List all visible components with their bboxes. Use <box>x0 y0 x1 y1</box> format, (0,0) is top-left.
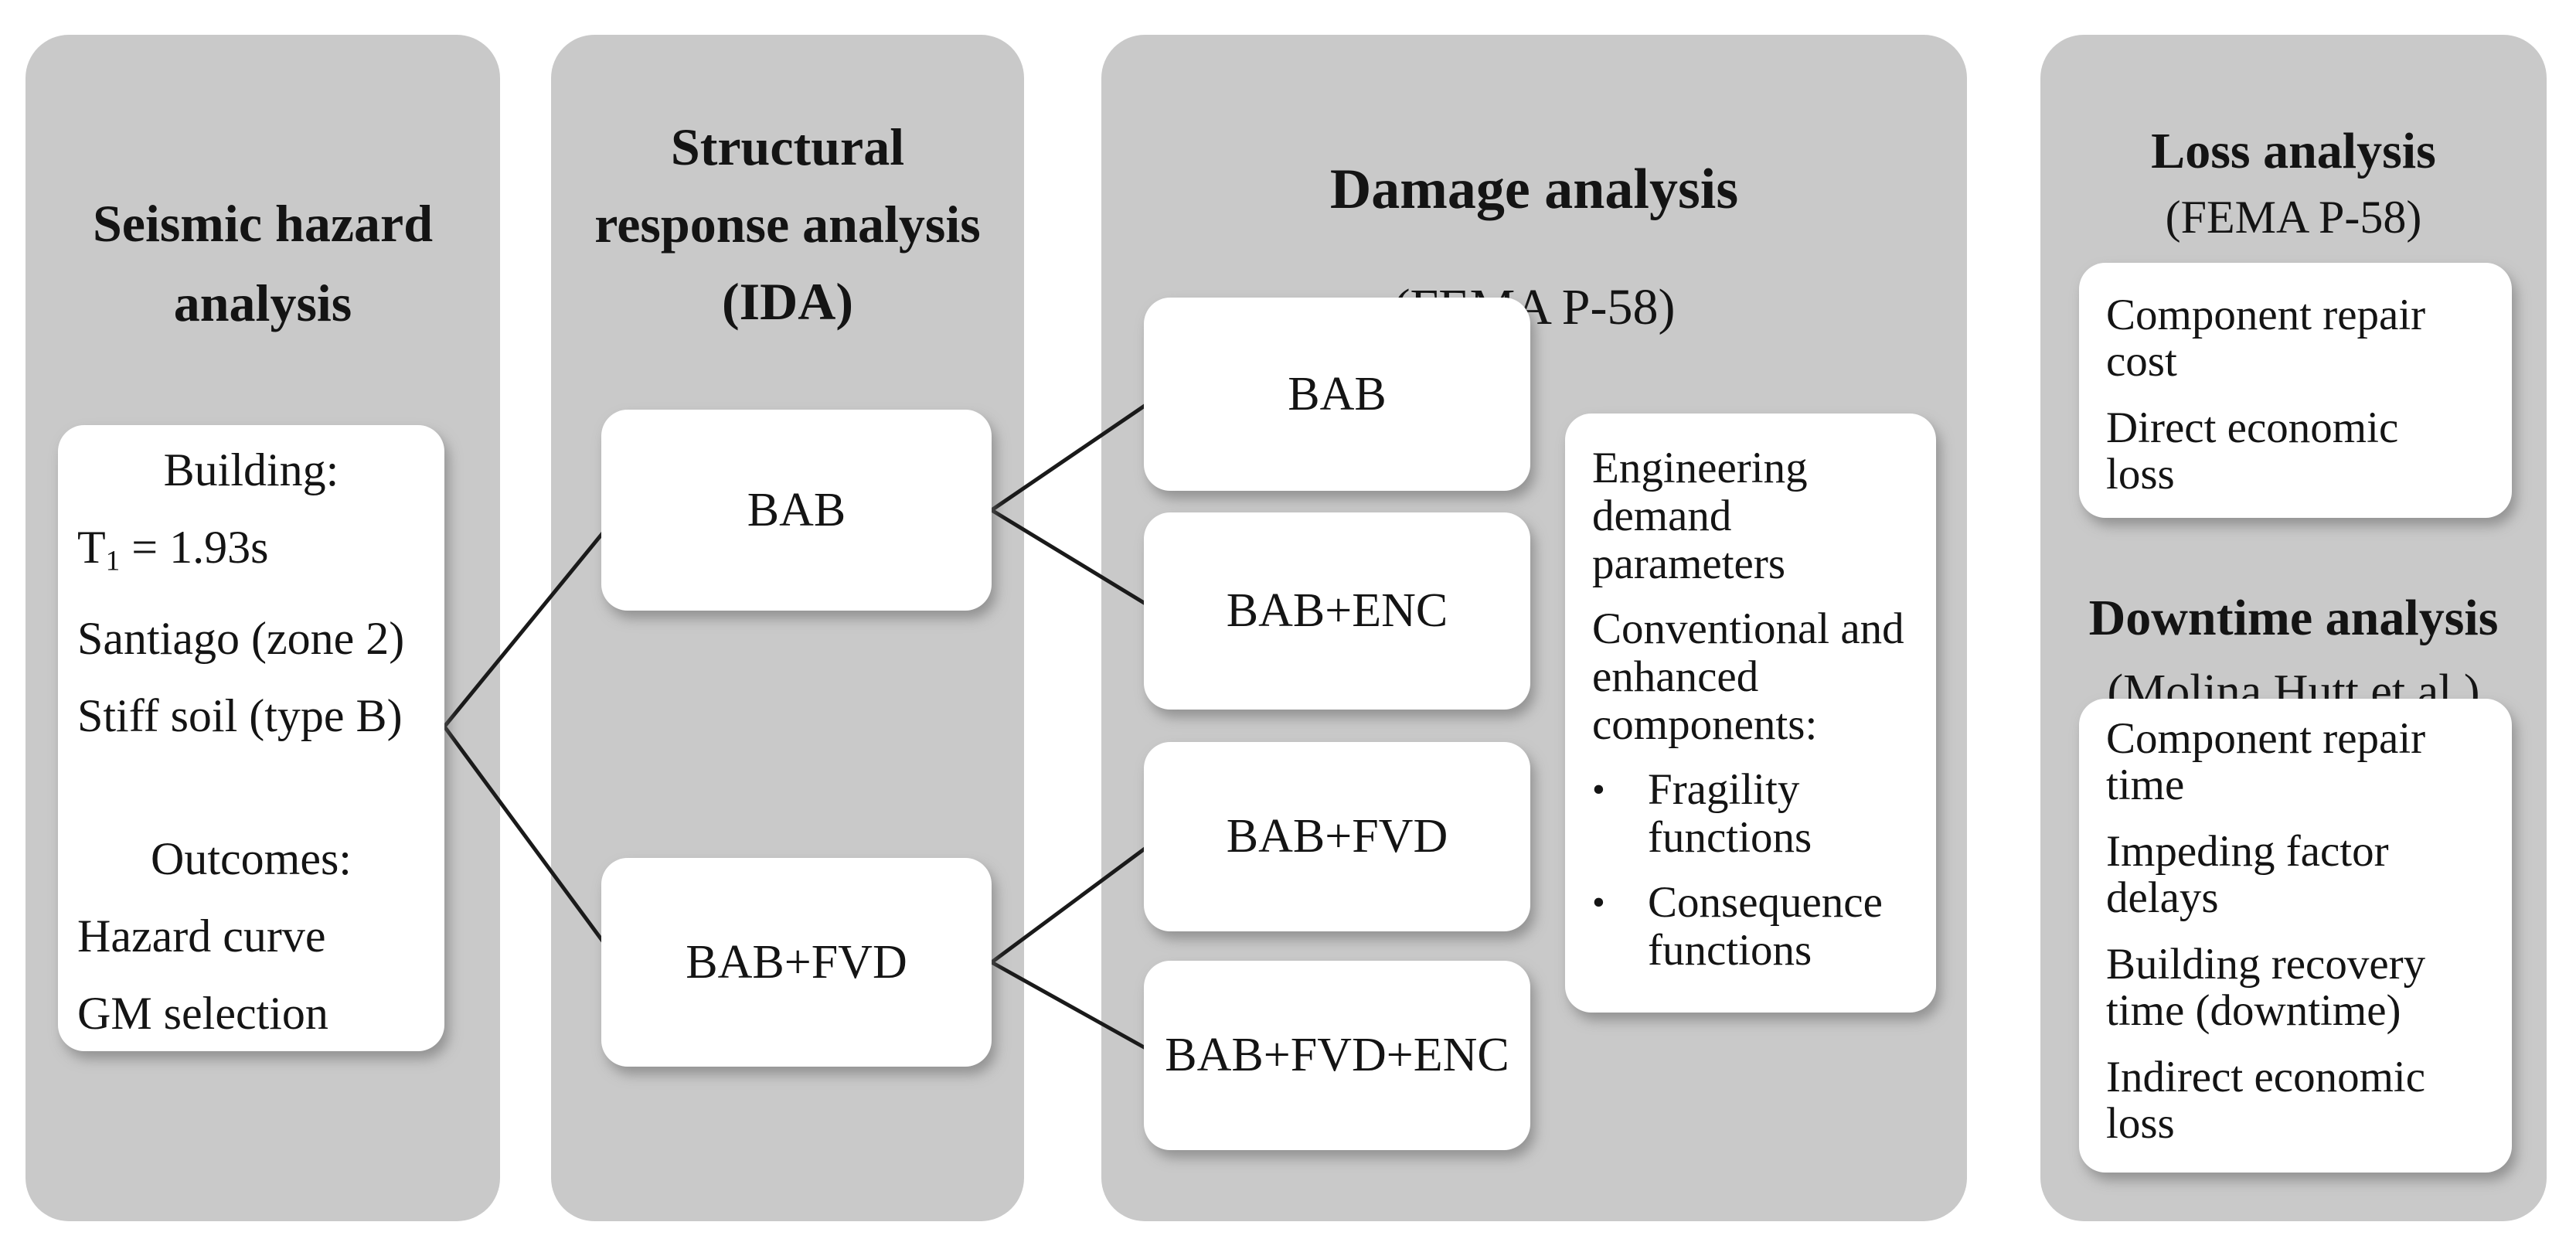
repair-cost-line2: cost <box>2106 337 2177 386</box>
box-edp-info: Engineering demand parameters Convention… <box>1565 414 1936 1013</box>
building-period: T1 = 1.93s <box>77 509 425 600</box>
building-soil: Stiff soil (type B) <box>77 690 403 742</box>
subtitle-loss-analysis-text: (FEMA P-58) <box>2165 192 2422 243</box>
title-seismic-hazard-line2: analysis <box>173 274 352 332</box>
title-seismic-hazard: Seismic hazard analysis <box>26 184 500 343</box>
box-damage-babfvd-label: BAB+FVD <box>1226 810 1448 863</box>
title-damage-analysis-text: Damage analysis <box>1329 158 1739 221</box>
edp-line3: parameters <box>1592 540 1786 588</box>
outcome-hazard-curve: Hazard curve <box>77 911 326 962</box>
edp-line1: Engineering <box>1592 444 1808 492</box>
box-damage-bab: BAB <box>1144 298 1530 491</box>
box-damage-babfvdenc: BAB+FVD+ENC <box>1144 961 1530 1150</box>
bullet-fragility-line1: Fragility <box>1648 765 1800 814</box>
direct-loss-line2: loss <box>2106 450 2175 499</box>
period-value: = 1.93s <box>120 522 269 573</box>
loss-item-repair-cost: Component repair cost <box>2106 292 2485 385</box>
direct-loss-line1: Direct economic <box>2106 403 2399 452</box>
building-heading: Building: <box>163 444 339 495</box>
building-box-spacer <box>77 754 425 820</box>
bullet-icon: • <box>1592 882 1605 923</box>
bullet-consequence: • Consequence functions <box>1592 879 1909 975</box>
recovery-line1: Building recovery <box>2106 940 2426 989</box>
box-downtime-outputs: Component repair time Impeding factor de… <box>2079 699 2512 1173</box>
box-building-info: Building: T1 = 1.93s Santiago (zone 2) S… <box>58 425 444 1051</box>
title-damage-analysis: Damage analysis <box>1101 155 1967 224</box>
downtime-item-impeding: Impeding factor delays <box>2106 829 2485 921</box>
title-structural-line3: (IDA) <box>722 272 853 331</box>
repair-cost-line1: Component repair <box>2106 291 2426 339</box>
box-damage-babenc-label: BAB+ENC <box>1226 584 1448 637</box>
bullet-fragility-line2: functions <box>1648 813 1812 862</box>
title-seismic-hazard-line1: Seismic hazard <box>92 194 434 253</box>
repair-time-line2: time <box>2106 761 2185 809</box>
indirect-loss-line2: loss <box>2106 1099 2175 1148</box>
downtime-item-recovery: Building recovery time (downtime) <box>2106 941 2485 1034</box>
title-loss-analysis: Loss analysis <box>2040 119 2547 184</box>
components-line1: Conventional and <box>1592 604 1904 653</box>
bullet-consequence-line2: functions <box>1648 926 1812 975</box>
bullet-consequence-text: Consequence functions <box>1648 879 1883 975</box>
edp-paragraph: Engineering demand parameters <box>1592 444 1909 588</box>
bullet-fragility-text: Fragility functions <box>1648 766 1812 862</box>
box-ida-bab: BAB <box>601 410 992 611</box>
box-damage-bab-label: BAB <box>1288 367 1387 420</box>
box-ida-bab-label: BAB <box>747 483 846 536</box>
title-downtime-analysis-text: Downtime analysis <box>2088 590 2499 646</box>
title-structural-response: Structural response analysis (IDA) <box>551 108 1024 340</box>
title-downtime-analysis: Downtime analysis <box>2040 586 2547 651</box>
period-symbol: T <box>77 522 106 573</box>
subtitle-loss-analysis: (FEMA P-58) <box>2040 187 2547 247</box>
box-ida-babfvd-label: BAB+FVD <box>686 935 907 989</box>
title-structural-line2: response analysis <box>594 195 981 254</box>
outcome-gm-selection: GM selection <box>77 988 328 1040</box>
box-damage-babenc: BAB+ENC <box>1144 512 1530 710</box>
impeding-line2: delays <box>2106 873 2219 922</box>
box-damage-babfvdenc-label: BAB+FVD+ENC <box>1165 1029 1509 1081</box>
indirect-loss-line1: Indirect economic <box>2106 1053 2426 1101</box>
box-damage-babfvd: BAB+FVD <box>1144 742 1530 931</box>
recovery-line2: time (downtime) <box>2106 986 2401 1035</box>
title-loss-analysis-text: Loss analysis <box>2151 123 2436 179</box>
downtime-item-repair-time: Component repair time <box>2106 716 2485 808</box>
components-line2: enhanced <box>1592 652 1759 701</box>
components-paragraph: Conventional and enhanced components: <box>1592 605 1909 749</box>
outcomes-heading: Outcomes: <box>151 833 352 885</box>
bullet-icon: • <box>1592 769 1605 810</box>
bullet-fragility: • Fragility functions <box>1592 766 1909 862</box>
title-structural-line1: Structural <box>670 117 905 176</box>
bullet-consequence-line1: Consequence <box>1648 878 1883 927</box>
edp-line2: demand <box>1592 492 1732 540</box>
box-ida-babfvd: BAB+FVD <box>601 858 992 1067</box>
building-site: Santiago (zone 2) <box>77 613 405 665</box>
box-loss-outputs: Component repair cost Direct economic lo… <box>2079 263 2512 518</box>
components-line3: components: <box>1592 700 1818 749</box>
impeding-line1: Impeding factor <box>2106 827 2389 876</box>
repair-time-line1: Component repair <box>2106 714 2426 763</box>
downtime-item-indirect-loss: Indirect economic loss <box>2106 1054 2485 1147</box>
loss-item-direct-loss: Direct economic loss <box>2106 405 2485 498</box>
period-subscript: 1 <box>105 545 121 577</box>
